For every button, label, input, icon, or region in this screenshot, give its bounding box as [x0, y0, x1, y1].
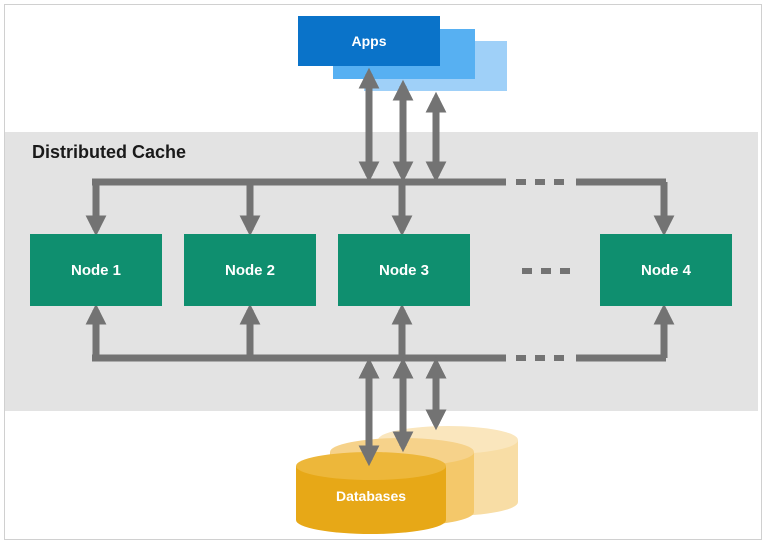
node-1-box: Node 1: [30, 234, 162, 306]
databases-label: Databases: [335, 488, 407, 504]
node-3-box: Node 3: [338, 234, 470, 306]
apps-box: Apps: [298, 16, 440, 66]
node-4-box: Node 4: [600, 234, 732, 306]
node-2-label: Node 2: [224, 261, 275, 279]
node-ellipsis: [522, 268, 570, 274]
distributed-cache-title: Distributed Cache: [32, 142, 187, 162]
node-3-label: Node 3: [378, 261, 429, 279]
apps-label: Apps: [351, 33, 387, 49]
top-bus-ellipsis: [516, 179, 564, 185]
database-stack: [296, 426, 518, 534]
node-2-box: Node 2: [184, 234, 316, 306]
node-4-label: Node 4: [640, 261, 691, 279]
bottom-bus-ellipsis: [516, 355, 564, 361]
node-1-label: Node 1: [70, 261, 121, 279]
